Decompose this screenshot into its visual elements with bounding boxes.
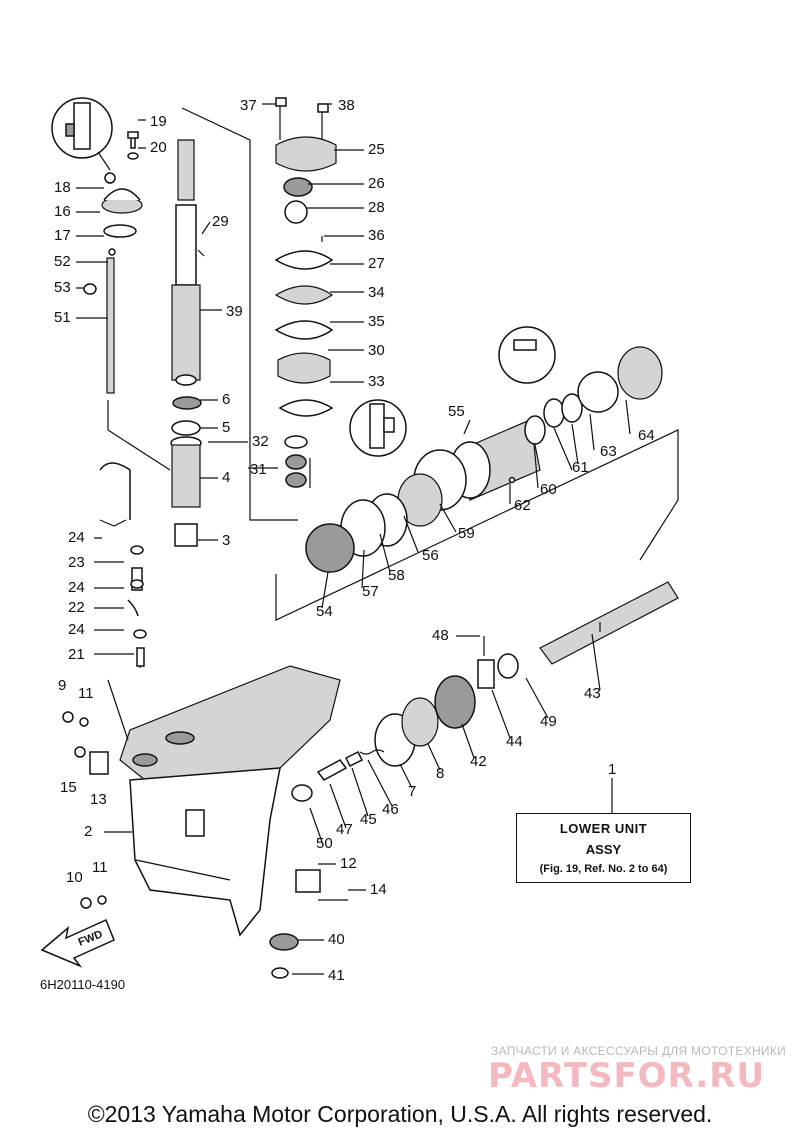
callout-21: 21 bbox=[68, 646, 85, 663]
callout-27: 27 bbox=[368, 255, 385, 272]
callout-50: 50 bbox=[316, 835, 333, 852]
forward-gear-parts bbox=[291, 636, 519, 802]
callout-40: 40 bbox=[328, 931, 345, 948]
lower-unit-assy-label-box: LOWER UNIT ASSY (Fig. 19, Ref. No. 2 to … bbox=[516, 813, 691, 883]
drive-shaft-lower-parts bbox=[170, 396, 202, 547]
callout-10: 10 bbox=[66, 869, 83, 886]
callout-39: 39 bbox=[226, 303, 243, 320]
callout-4: 4 bbox=[222, 469, 230, 486]
figure-reference: (Fig. 19, Ref. No. 2 to 64) bbox=[539, 863, 668, 875]
callout-53: 53 bbox=[54, 279, 71, 296]
callout-17: 17 bbox=[54, 227, 71, 244]
drawing-code: 6H20110-4190 bbox=[40, 977, 126, 992]
callout-41: 41 bbox=[328, 967, 345, 984]
callout-19: 19 bbox=[150, 113, 167, 130]
callout-3: 3 bbox=[222, 532, 230, 549]
callout-46: 46 bbox=[382, 801, 399, 818]
callout-14: 14 bbox=[370, 881, 387, 898]
callout-6: 6 bbox=[222, 391, 230, 408]
callout-22: 22 bbox=[68, 599, 85, 616]
callout-8: 8 bbox=[436, 765, 444, 782]
callout-48: 48 bbox=[432, 627, 449, 644]
callout-58: 58 bbox=[388, 567, 405, 584]
lower-case bbox=[107, 665, 341, 937]
assembly-title: LOWER UNIT bbox=[559, 821, 648, 836]
callout-13: 13 bbox=[90, 791, 107, 808]
callout-64: 64 bbox=[638, 427, 655, 444]
callout-2: 2 bbox=[84, 823, 92, 840]
callout-23: 23 bbox=[68, 554, 85, 571]
callout-1: 1 bbox=[608, 761, 616, 778]
callout-47: 47 bbox=[336, 821, 353, 838]
callout-20: 20 bbox=[150, 139, 167, 156]
callout-52: 52 bbox=[54, 253, 71, 270]
callout-49: 49 bbox=[540, 713, 557, 730]
callout-36: 36 bbox=[368, 227, 385, 244]
lower-case-small-parts bbox=[62, 462, 348, 979]
callout-29: 29 bbox=[212, 213, 229, 230]
callout-16: 16 bbox=[54, 203, 71, 220]
callout-leader-lines bbox=[76, 103, 631, 975]
fwd-arrow: FWD bbox=[40, 918, 115, 968]
callout-54: 54 bbox=[316, 603, 333, 620]
callout-51: 51 bbox=[54, 309, 71, 326]
callout-57: 57 bbox=[362, 583, 379, 600]
oil-seal-detail-inset bbox=[349, 399, 407, 457]
copyright-notice: ©2013 Yamaha Motor Corporation, U.S.A. A… bbox=[87, 1101, 713, 1127]
callout-33: 33 bbox=[368, 373, 385, 390]
callout-61: 61 bbox=[572, 459, 589, 476]
callout-labels: 37 38 19 20 25 18 26 16 28 29 17 36 52 2… bbox=[54, 97, 655, 984]
callout-45: 45 bbox=[360, 811, 377, 828]
callout-38: 38 bbox=[338, 97, 355, 114]
propeller-shaft bbox=[539, 581, 679, 665]
callout-30: 30 bbox=[368, 342, 385, 359]
assembly-subtitle: ASSY bbox=[585, 842, 622, 857]
shift-rod-detail-inset bbox=[51, 97, 113, 171]
callout-55: 55 bbox=[448, 403, 465, 420]
callout-31: 31 bbox=[250, 461, 267, 478]
callout-11-bottom: 11 bbox=[92, 859, 108, 876]
callout-35: 35 bbox=[368, 313, 385, 330]
callout-37: 37 bbox=[240, 97, 257, 114]
callout-32: 32 bbox=[252, 433, 269, 450]
callout-24-middle: 24 bbox=[68, 579, 85, 596]
callout-60: 60 bbox=[540, 481, 557, 498]
callout-18: 18 bbox=[54, 179, 71, 196]
callout-25: 25 bbox=[368, 141, 385, 158]
callout-34: 34 bbox=[368, 284, 385, 301]
callout-63: 63 bbox=[600, 443, 617, 460]
callout-11-top: 11 bbox=[78, 685, 94, 702]
callout-24-top: 24 bbox=[68, 529, 85, 546]
callout-56: 56 bbox=[422, 547, 439, 564]
callout-12: 12 bbox=[340, 855, 357, 872]
callout-43: 43 bbox=[584, 685, 601, 702]
callout-59: 59 bbox=[458, 525, 475, 542]
callout-15: 15 bbox=[60, 779, 77, 796]
callout-62: 62 bbox=[514, 497, 531, 514]
callout-9: 9 bbox=[58, 677, 66, 694]
shift-rod-parts bbox=[83, 131, 143, 394]
callout-7: 7 bbox=[408, 783, 416, 800]
callout-5: 5 bbox=[222, 419, 230, 436]
callout-24-bottom: 24 bbox=[68, 621, 85, 638]
callout-28: 28 bbox=[368, 199, 385, 216]
watermark-subtitle: ЗАПЧАСТИ И АКСЕССУАРЫ ДЛЯ МОТОТЕХНИКИ bbox=[491, 1044, 787, 1058]
water-pump-parts bbox=[274, 97, 337, 488]
drive-shaft bbox=[171, 139, 205, 386]
gear-housing-parts bbox=[305, 326, 663, 573]
callout-26: 26 bbox=[368, 175, 385, 192]
watermark-logo: PARTSFOR.RU bbox=[488, 1056, 766, 1096]
